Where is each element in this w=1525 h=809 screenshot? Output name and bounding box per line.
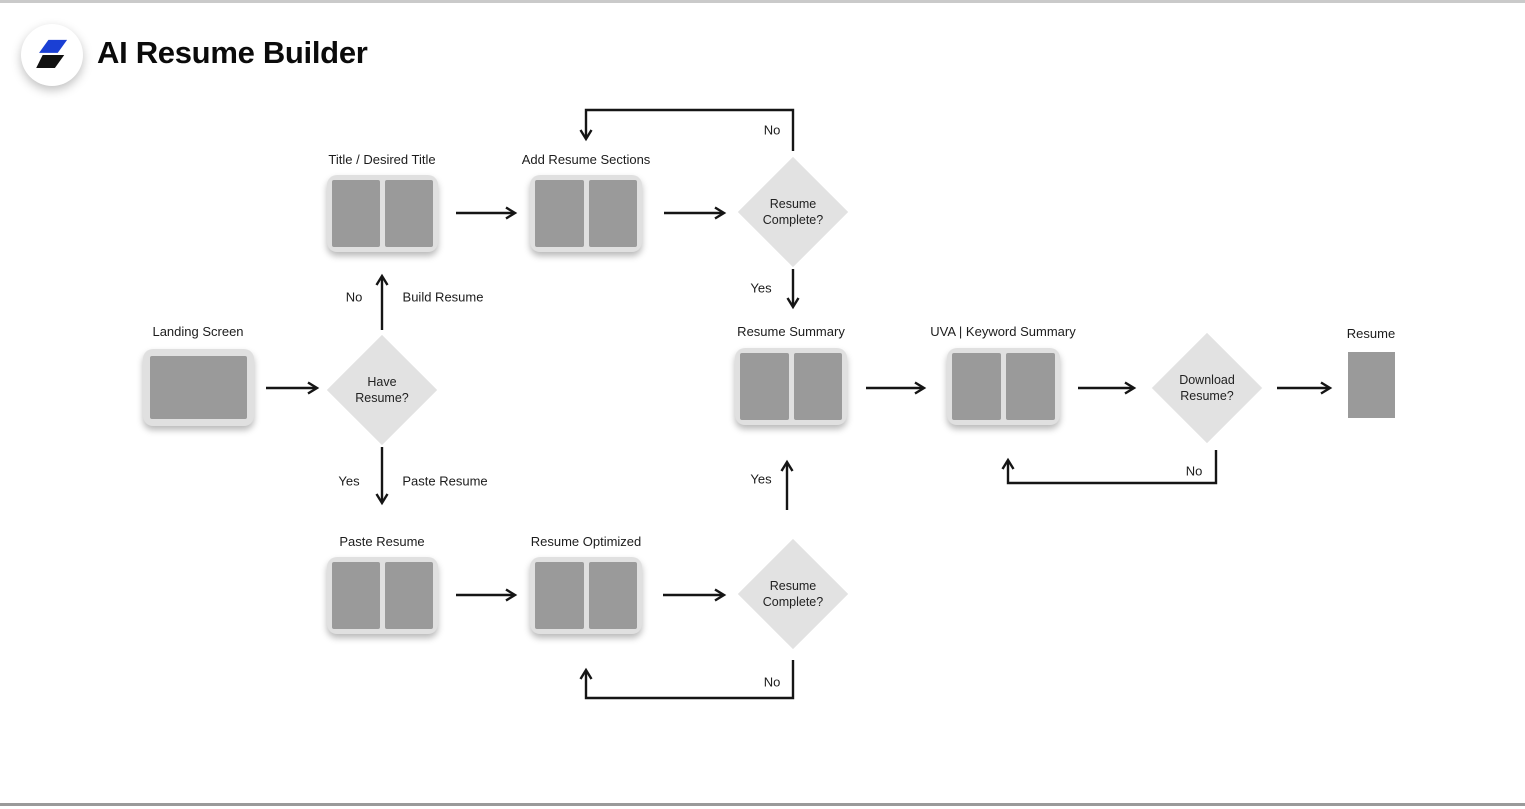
edge-label-no-loop-bottom: No bbox=[763, 674, 781, 690]
decision-label: Have Resume? bbox=[355, 374, 409, 406]
lightning-layers-icon bbox=[36, 39, 68, 68]
node-label-paste-resume: Paste Resume bbox=[339, 534, 425, 549]
screen-placeholder bbox=[332, 562, 380, 629]
bottom-divider bbox=[0, 803, 1525, 806]
edge-label-yes-up: Yes bbox=[750, 471, 772, 487]
screen-placeholder bbox=[793, 353, 842, 420]
screen-placeholder bbox=[1006, 353, 1055, 420]
edge-label-paste-resume: Paste Resume bbox=[402, 473, 488, 489]
decision-resume-complete-top: Resume Complete? bbox=[737, 156, 849, 268]
edge-label-no-loop-top: No bbox=[763, 122, 781, 138]
screen-node-landing bbox=[143, 349, 254, 426]
edge-label-yes-paste: Yes bbox=[338, 473, 360, 489]
top-divider bbox=[0, 0, 1525, 3]
decision-label: Resume Complete? bbox=[762, 196, 824, 228]
screen-placeholder bbox=[535, 180, 584, 247]
screen-placeholder bbox=[150, 356, 247, 419]
decision-resume-complete-bottom: Resume Complete? bbox=[737, 538, 849, 650]
screen-placeholder bbox=[740, 353, 789, 420]
node-label-landing-screen: Landing Screen bbox=[152, 324, 244, 339]
screen-node-uva-keyword-summary bbox=[947, 348, 1060, 425]
node-label-resume-final: Resume bbox=[1346, 326, 1396, 341]
decision-download-resume: Download Resume? bbox=[1151, 332, 1263, 444]
node-label-add-resume-sections: Add Resume Sections bbox=[521, 152, 651, 167]
screen-placeholder bbox=[385, 562, 433, 629]
edge-label-no-loop-right: No bbox=[1185, 463, 1203, 479]
node-label-title-desired-title: Title / Desired Title bbox=[328, 152, 436, 167]
screen-node-paste-resume bbox=[327, 557, 438, 634]
screen-placeholder bbox=[952, 353, 1001, 420]
screen-node-resume-final bbox=[1348, 352, 1395, 418]
node-label-uva-keyword-summary: UVA | Keyword Summary bbox=[930, 324, 1076, 339]
edge-label-yes-to-summary: Yes bbox=[750, 280, 772, 296]
screen-placeholder bbox=[332, 180, 380, 247]
node-label-resume-summary: Resume Summary bbox=[737, 324, 845, 339]
decision-label: Resume Complete? bbox=[762, 578, 824, 610]
edge-complete-bottom-no-loop bbox=[579, 660, 795, 700]
screen-placeholder bbox=[385, 180, 433, 247]
node-label-resume-optimized: Resume Optimized bbox=[530, 534, 642, 549]
screen-node-add-resume-sections bbox=[530, 175, 642, 252]
decision-label: Download Resume? bbox=[1179, 372, 1235, 404]
app-logo bbox=[21, 24, 83, 86]
screen-placeholder bbox=[535, 562, 584, 629]
screen-node-resume-summary bbox=[735, 348, 847, 425]
edge-label-no-build: No bbox=[345, 289, 363, 305]
page-title: AI Resume Builder bbox=[97, 35, 368, 70]
screen-placeholder bbox=[588, 562, 637, 629]
decision-have-resume: Have Resume? bbox=[326, 334, 438, 446]
screen-node-resume-optimized bbox=[530, 557, 642, 634]
edge-label-build-resume: Build Resume bbox=[402, 289, 484, 305]
screen-placeholder bbox=[588, 180, 637, 247]
screen-node-title-desired-title bbox=[327, 175, 438, 252]
edge-complete-top-no-loop bbox=[579, 108, 795, 151]
